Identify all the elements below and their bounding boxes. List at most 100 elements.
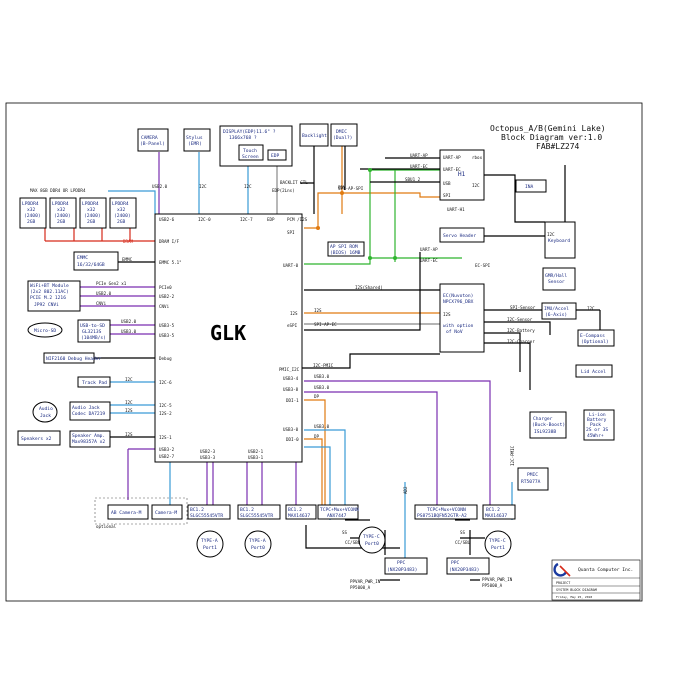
signal-label: AD2	[403, 486, 408, 494]
ppc-right-block: PPC (NX20P3483)	[446, 557, 490, 575]
optional-camera-group: optional AB Camera-M Camera-M	[94, 497, 188, 529]
pmic-block: PMIC RT5077A	[517, 467, 549, 491]
svg-text:USB-to-SD: USB-to-SD	[80, 323, 105, 329]
dmic-block: DMIC (Dual?)	[330, 123, 358, 147]
trackpad-block: Track Pad	[77, 376, 111, 388]
svg-text:(2400): (2400)	[84, 213, 101, 219]
svg-text:INA: INA	[525, 184, 534, 190]
port-label: USB3-1	[248, 455, 264, 460]
port-label: EMMC 5.1"	[159, 260, 182, 265]
signal-label: EC-SPI	[475, 263, 491, 268]
signal-label: I2C	[199, 184, 207, 189]
svg-text:Codec DA7219: Codec DA7219	[72, 411, 105, 417]
svg-text:Camera-M: Camera-M	[155, 510, 177, 516]
port-label: DDI-0	[286, 437, 299, 442]
svg-text:LPDDR4: LPDDR4	[52, 201, 69, 207]
svg-text:WiFi+BT Module: WiFi+BT Module	[30, 283, 69, 289]
signal-label: I2C-Sensor	[507, 317, 533, 322]
ecompass-block: E-Compass (Optional)	[577, 329, 615, 347]
port-label: USB3-8	[283, 387, 299, 392]
svg-text:(NX20P3483): (NX20P3483)	[449, 567, 479, 573]
soc-top-ports: I2C-7 EDP	[240, 217, 275, 222]
svg-text:EMMC: EMMC	[77, 255, 88, 261]
signal-label: BACKLIT CTL	[280, 180, 308, 185]
svg-text:2S or 3S: 2S or 3S	[586, 427, 608, 433]
signal-label: I2S(Shared)	[355, 285, 383, 290]
port-label: SPI	[287, 230, 295, 235]
document-date: Friday, May 25, 2018	[556, 595, 592, 599]
memory-group: MAX 8GB DDR4 OR LPDDR4 LPDDR4 x32 (2400)…	[19, 188, 137, 244]
svg-text:x32: x32	[57, 207, 66, 213]
company-name: Quanta Computer Inc.	[578, 567, 633, 573]
svg-text:(EMR): (EMR)	[188, 141, 202, 147]
junction-dots	[368, 168, 397, 260]
svg-text:PP5000_A: PP5000_A	[350, 585, 371, 590]
camera-block: CAMERA (B-Panel)	[137, 128, 169, 152]
signal-label: I2C	[125, 377, 133, 382]
signal-label: EMMC	[122, 257, 133, 262]
signal-label: I2S	[314, 308, 322, 313]
signal-label: USB3.0	[121, 329, 137, 334]
port-label: UART-0	[283, 263, 299, 268]
signal-label: I2C-Charger	[507, 339, 535, 344]
svg-text:with option: with option	[443, 323, 474, 329]
svg-text:16/32/64GB: 16/32/64GB	[77, 262, 105, 268]
type-a-port0: TYPE-A Port0	[244, 530, 272, 558]
port-label: PCM /I2S	[287, 217, 308, 222]
svg-text:PMIC: PMIC	[527, 472, 538, 478]
svg-text:x32: x32	[87, 207, 96, 213]
port-label: I2C-0	[198, 217, 211, 222]
svg-text:(2400): (2400)	[24, 213, 41, 219]
ppvar-left: PPVAR_PWR_IN PP5000_A	[350, 579, 381, 590]
signal-label: I2C	[125, 400, 133, 405]
tcpc-right-block: TCPC+Mux+VCONN PS8751BQFN52GTR-A2	[414, 504, 478, 520]
svg-text:DISPLAY(EDP)11.6" ?: DISPLAY(EDP)11.6" ?	[223, 129, 276, 135]
port-label: USB3-2	[159, 447, 175, 452]
svg-text:SLGC55545VTR: SLGC55545VTR	[240, 513, 273, 519]
signal-label: PDM	[338, 185, 346, 190]
svg-text:EDP: EDP	[271, 153, 280, 159]
lpddr4-chip: LPDDR4 x32 (2400) 2GB	[49, 197, 77, 229]
svg-text:PS8751BQFN52GTR-A2: PS8751BQFN52GTR-A2	[417, 513, 467, 519]
signal-label: USB3.0	[314, 374, 330, 379]
svg-text:AP SPI ROM: AP SPI ROM	[330, 244, 358, 250]
port-label: I2C-5	[159, 403, 172, 408]
stylus-block: Stylus (EMR)	[183, 128, 211, 152]
speaker-amp-block: Speaker Amp. Max98357A x2	[69, 430, 111, 448]
svg-text:(104MB/s): (104MB/s)	[81, 335, 106, 341]
signal-label: I2C	[244, 184, 252, 189]
port-label: USB2-1	[248, 449, 264, 454]
svg-text:Battery: Battery	[587, 417, 607, 423]
svg-text:PPVAR_PWR_IN: PPVAR_PWR_IN	[350, 579, 381, 584]
svg-text:TYPE-A: TYPE-A	[201, 538, 218, 544]
svg-text:TYPE-C: TYPE-C	[489, 538, 506, 544]
wires	[44, 146, 601, 581]
soc-bottom-ports: USB2-3 USB3-3 USB2-1 USB3-1	[200, 449, 264, 460]
svg-text:2GB: 2GB	[87, 219, 96, 225]
signal-label: CC/SBU	[455, 540, 471, 545]
svg-text:Sensor: Sensor	[548, 279, 565, 285]
svg-text:PPC: PPC	[397, 560, 406, 566]
signal-label: I2S	[125, 408, 133, 413]
ppvar-right: PPVAR_PWR_IN PP5000_A	[482, 577, 513, 588]
signal-label: SBU1_2	[405, 177, 421, 182]
port-label: USB3-5	[159, 333, 175, 338]
svg-text:Screen: Screen	[242, 154, 259, 160]
signal-label: EDP(2Lns)	[272, 188, 295, 193]
port-label: DDI-1	[286, 398, 299, 403]
bc12-max-left-block: BC1.2 MAX14637	[285, 504, 317, 520]
backlight-block: Backlight	[299, 123, 329, 147]
signal-label: I2C	[547, 232, 555, 237]
microsd-block: Micro-SD	[27, 322, 63, 338]
svg-text:of NoV: of NoV	[446, 329, 463, 335]
lid-accel-block: Lid Accel	[575, 364, 613, 378]
type-a-port1: TYPE-A Port1	[196, 530, 224, 558]
memory-header: MAX 8GB DDR4 OR LPDDR4	[30, 188, 86, 193]
signal-label: SPI-AP-SPI	[338, 186, 364, 191]
svg-text:BC1.2: BC1.2	[240, 507, 254, 513]
svg-text:LPDDR4: LPDDR4	[82, 201, 99, 207]
svg-text:PP5000_A: PP5000_A	[482, 583, 503, 588]
signal-label: I2C-PMIC	[313, 363, 334, 368]
port-label: USB2-2	[159, 294, 175, 299]
